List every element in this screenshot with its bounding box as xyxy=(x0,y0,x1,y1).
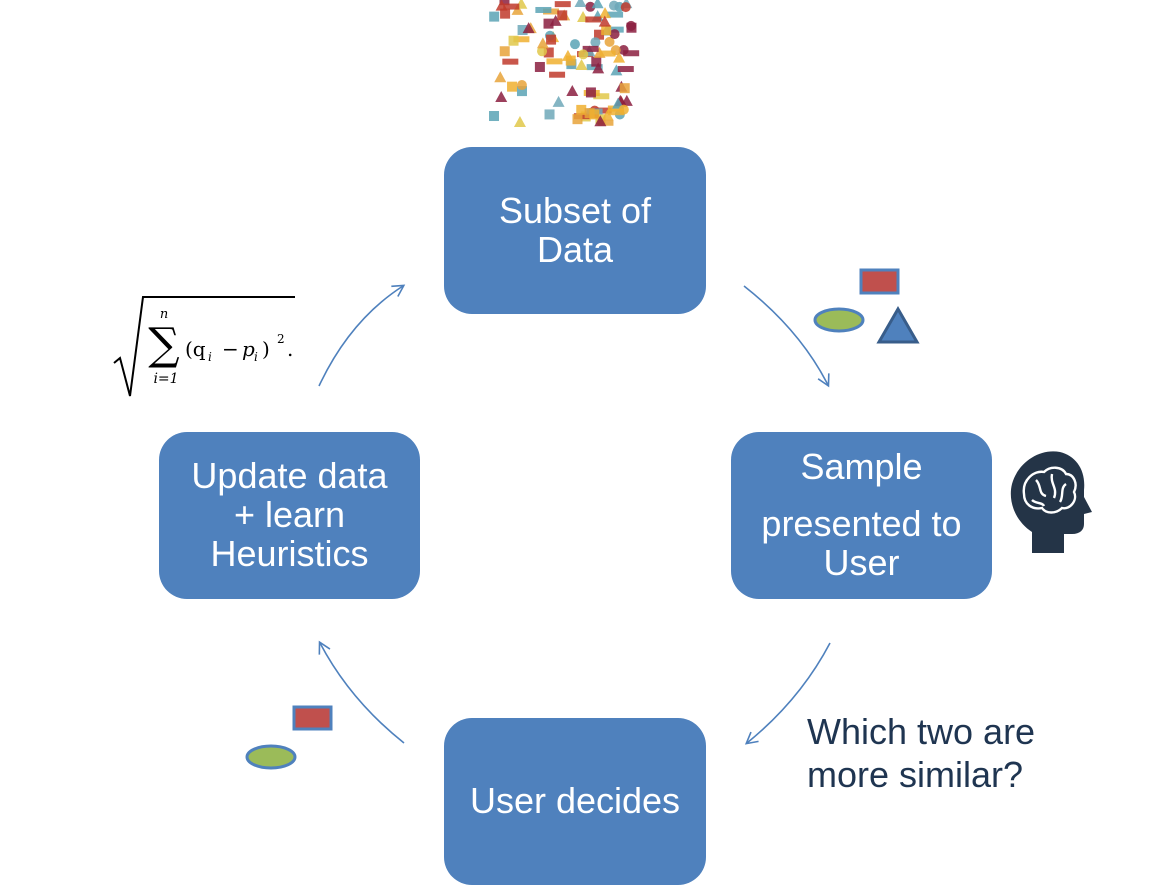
shapes-icon xyxy=(813,268,920,344)
green-ellipse-shape xyxy=(245,744,297,770)
arrow-decides-to-update xyxy=(318,640,405,744)
question-line: more similar? xyxy=(807,754,1024,796)
question-line: Which two are xyxy=(807,711,1036,752)
red-rectangle-shape xyxy=(859,268,900,295)
formula-body: (q xyxy=(185,337,206,361)
node-label-line: User xyxy=(823,541,900,583)
node-label-line: Sample xyxy=(800,446,923,488)
node-label-line: Subset of xyxy=(498,189,652,231)
brain-head-icon xyxy=(1010,451,1092,553)
arrow-sample-to-decides xyxy=(744,642,831,745)
two-shapes-icon xyxy=(245,705,333,770)
subscript-q: i xyxy=(208,350,212,364)
sum-upper-limit: n xyxy=(160,307,168,322)
sum-symbol: ∑ xyxy=(148,319,179,370)
sum-lower-limit: i=1 xyxy=(153,371,178,387)
node-label-line: Update data xyxy=(191,455,388,497)
period: . xyxy=(287,337,293,361)
exponent: 2 xyxy=(277,332,285,346)
green-ellipse-shape xyxy=(813,307,865,333)
node-label-line: + learn xyxy=(233,494,346,536)
node-label-line: Heuristics xyxy=(210,532,369,574)
red-rectangle-shape xyxy=(292,705,333,731)
user-decides-node: User decides xyxy=(444,718,706,885)
arrow-update-to-subset xyxy=(318,284,406,387)
subscript-p: i xyxy=(254,350,258,364)
close-paren: ) xyxy=(262,337,270,361)
similarity-question: Which two are more similar? xyxy=(807,710,1035,796)
node-label-line: User decides xyxy=(469,780,681,822)
node-label-line: presented to xyxy=(761,503,962,545)
minus-sign: − xyxy=(222,337,239,361)
euclidean-distance-formula: n ∑ i=1 (q q i − p i ) 2 . xyxy=(113,296,295,397)
blue-triangle-shape xyxy=(876,305,920,344)
variable-p: p xyxy=(242,337,255,361)
node-label-line: Data xyxy=(536,228,614,270)
arrow-subset-to-sample xyxy=(743,285,830,388)
